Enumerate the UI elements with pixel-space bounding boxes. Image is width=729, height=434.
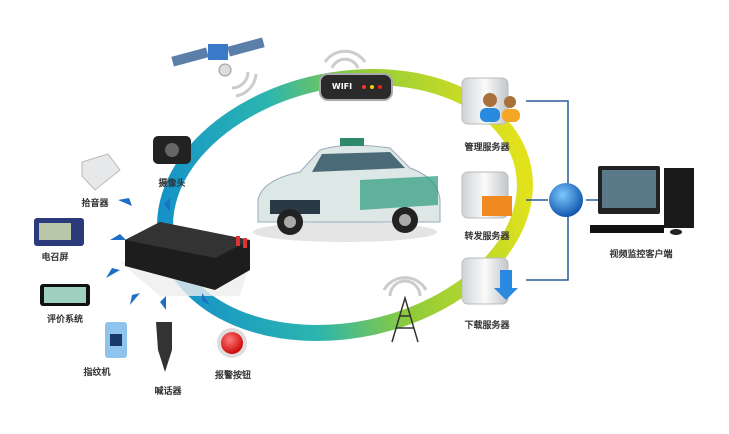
label-camera: 摄像头 [158, 179, 186, 189]
satellite-icon [171, 37, 265, 98]
arrow-icon [130, 293, 140, 305]
monitoring-client-pc [590, 166, 694, 235]
label-wifi: WIFI [331, 82, 353, 91]
label-microphone: 拾音器 [81, 199, 109, 209]
label-forwarding-server: 转发服务器 [464, 232, 510, 242]
label-management-server: 管理服务器 [464, 143, 510, 153]
arrow-icon [110, 234, 126, 240]
download-server-icon [461, 257, 518, 305]
arrow-icon [202, 293, 210, 305]
mobile-dvr-device [120, 222, 250, 296]
arrow-icon [160, 296, 166, 310]
label-loudspeaker: 喊话器 [154, 387, 182, 397]
data-arrows [106, 198, 210, 310]
alarm-button-icon [217, 328, 247, 358]
taxi-image [253, 138, 441, 242]
microphone-icon [81, 153, 121, 191]
arrow-icon [118, 198, 132, 206]
cell-tower-icon [382, 276, 428, 343]
internet-globe-icon [549, 183, 583, 217]
rating-system-icon [40, 284, 90, 306]
forwarding-server-icon [461, 171, 512, 219]
dispatch-screen-icon [34, 218, 84, 246]
wifi-router-icon [319, 49, 393, 101]
label-fingerprint: 指纹机 [83, 368, 111, 378]
label-alarm-button: 报警按钮 [214, 371, 252, 381]
label-rating-system: 评价系统 [46, 315, 84, 325]
arrow-icon [106, 268, 120, 278]
camera-icon [153, 136, 191, 164]
arrow-icon [164, 198, 170, 212]
fingerprint-icon [105, 322, 127, 358]
loudspeaker-icon [156, 322, 172, 372]
label-monitoring-client: 视频监控客户端 [609, 250, 673, 260]
label-download-server: 下载服务器 [464, 321, 510, 331]
label-dispatch-screen: 电召屏 [41, 253, 69, 263]
management-server-icon [461, 77, 520, 125]
